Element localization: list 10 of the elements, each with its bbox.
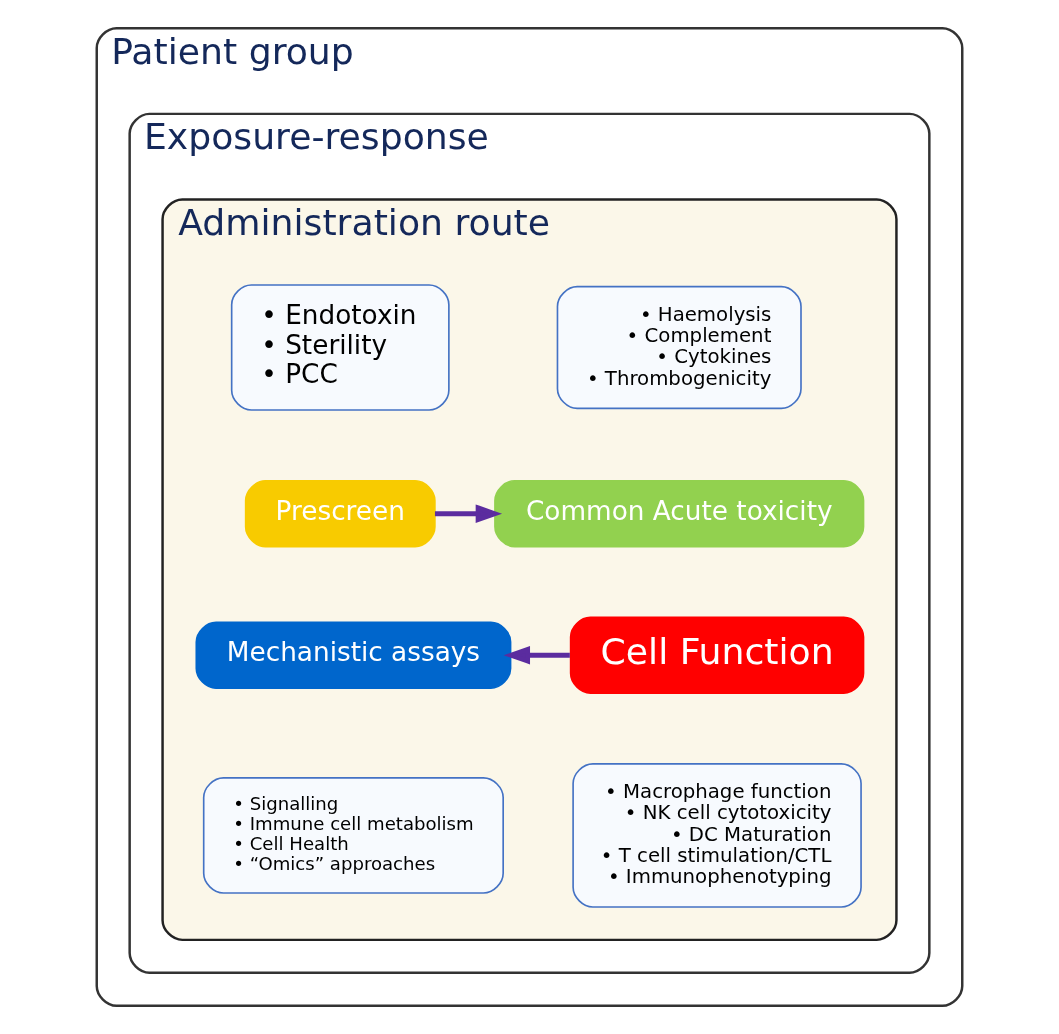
arrow	[503, 645, 570, 665]
node-box: • Macrophage function • NK cell cytotoxicity • DC Maturation • T cell stimulation/CTL • Immunophenotyping	[572, 763, 862, 908]
node-box: Common Acute toxicity	[494, 479, 865, 548]
node-box: Prescreen	[244, 479, 436, 548]
node-box: Cell Function	[569, 616, 865, 694]
node-box: Mechanistic assays	[195, 621, 512, 689]
node-box: • Endotoxin • Sterility • PCC	[230, 284, 450, 411]
arrow	[434, 504, 503, 523]
node-box: • Signalling • Immune cell metabolism • Cell Health • “Omics” approaches	[202, 776, 504, 894]
node-box: • Haemolysis • Complement • Cytokines • Thrombogenicity	[556, 285, 802, 410]
